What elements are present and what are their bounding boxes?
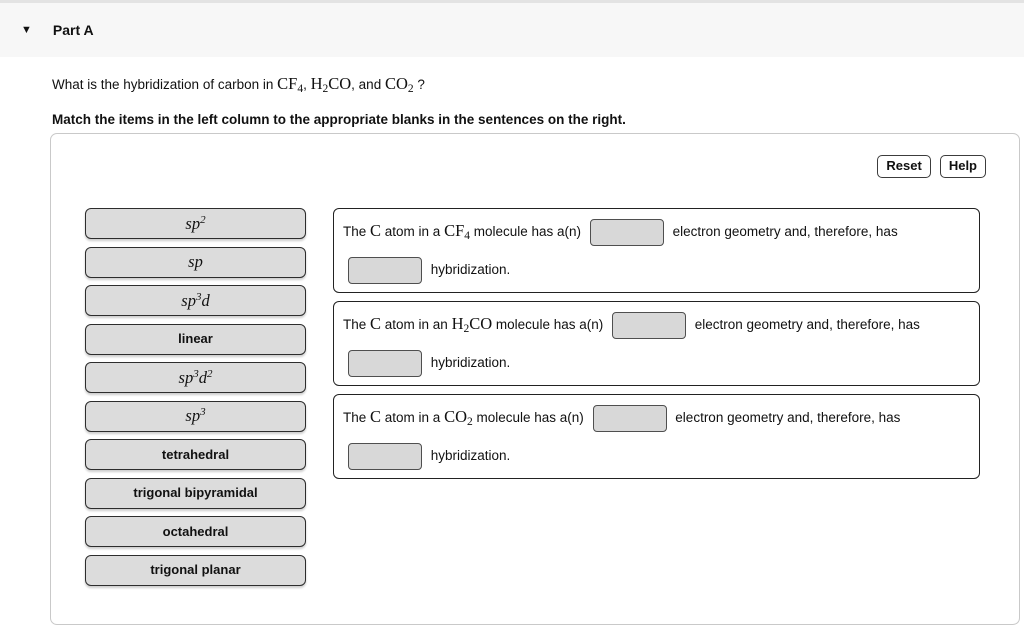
- part-title: Part A: [52, 22, 94, 38]
- answer-blank[interactable]: [348, 256, 422, 284]
- question-text: What is the hybridization of carbon in C…: [52, 74, 425, 95]
- help-button[interactable]: Help: [939, 155, 986, 178]
- choice-chip-label: octahedral: [162, 523, 229, 539]
- matching-activity-panel: Reset Help sp2 sp sp3d linear sp3d2 sp3 …: [50, 133, 1020, 625]
- choice-chip[interactable]: sp2: [85, 208, 306, 239]
- choice-chip-label: trigonal planar: [150, 562, 241, 577]
- sentence-box: The C atom in a CF4 molecule has a(n) el…: [333, 208, 980, 293]
- matching-content: sp2 sp sp3d linear sp3d2 sp3 tetrahedral…: [85, 208, 980, 593]
- choice-chip[interactable]: linear: [85, 323, 306, 355]
- choice-chip-label: sp3d2: [178, 367, 213, 387]
- question-area: What is the hybridization of carbon in C…: [0, 57, 1024, 127]
- choice-chip[interactable]: tetrahedral: [85, 439, 306, 470]
- choice-chip-label: sp3d: [181, 290, 210, 310]
- sentence-text: The C atom in a CF4 molecule has a(n) el…: [343, 214, 970, 286]
- answer-blank[interactable]: [592, 404, 667, 432]
- answer-blank[interactable]: [611, 311, 686, 339]
- sentence-text: The C atom in an H2CO molecule has a(n) …: [343, 307, 970, 379]
- choice-chip[interactable]: sp: [85, 246, 306, 278]
- panel-toolbar: Reset Help: [877, 155, 986, 178]
- choice-chip[interactable]: sp3d2: [85, 362, 306, 393]
- choice-chip-label: sp: [188, 252, 203, 271]
- instruction-text: Match the items in the left column to th…: [52, 112, 626, 127]
- answer-blank[interactable]: [348, 442, 422, 470]
- choice-chip-label: sp3: [185, 406, 206, 425]
- choice-chip-label: trigonal bipyramidal: [133, 485, 258, 500]
- answer-blank[interactable]: [348, 349, 422, 377]
- choice-chip[interactable]: sp3: [85, 400, 306, 432]
- choice-chip-label: tetrahedral: [161, 446, 230, 462]
- sentence-text: The C atom in a CO2 molecule has a(n) el…: [343, 400, 970, 472]
- choice-chip[interactable]: octahedral: [85, 516, 306, 547]
- answer-blank[interactable]: [589, 218, 664, 246]
- reset-button[interactable]: Reset: [877, 155, 931, 178]
- choice-chip[interactable]: trigonal bipyramidal: [85, 477, 306, 509]
- choice-chip[interactable]: sp3d: [85, 285, 306, 316]
- sentence-box: The C atom in a CO2 molecule has a(n) el…: [333, 394, 980, 479]
- collapse-triangle-icon[interactable]: ▼: [21, 23, 32, 36]
- sentence-box: The C atom in an H2CO molecule has a(n) …: [333, 301, 980, 386]
- choice-chip[interactable]: trigonal planar: [85, 554, 306, 586]
- choices-column: sp2 sp sp3d linear sp3d2 sp3 tetrahedral…: [85, 208, 306, 593]
- choice-chip-label: sp2: [185, 213, 206, 233]
- part-header-bar: ▼ Part A: [0, 0, 1024, 57]
- sentences-column: The C atom in a CF4 molecule has a(n) el…: [333, 208, 980, 487]
- choice-chip-label: linear: [178, 331, 213, 346]
